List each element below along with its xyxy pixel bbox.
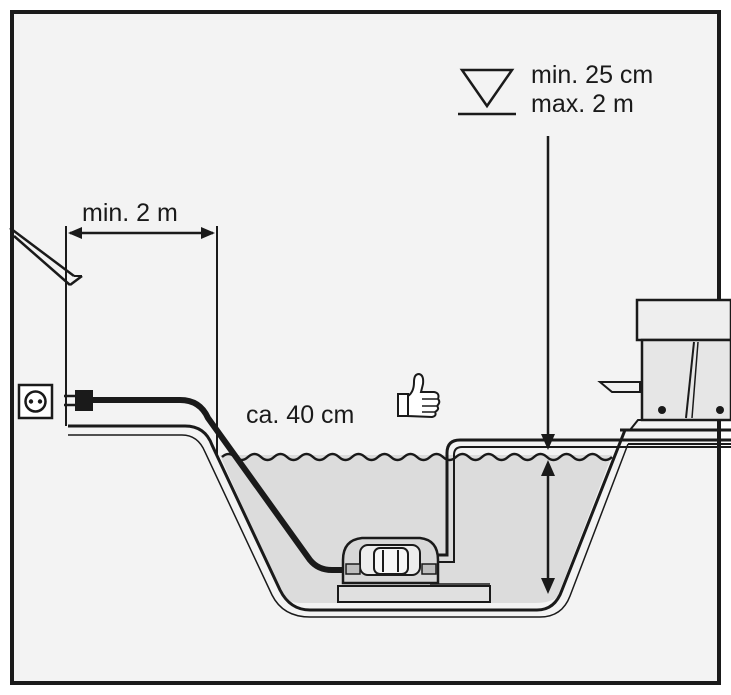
filter-unit xyxy=(597,298,731,431)
cable-pointer-line xyxy=(9,227,83,286)
outlet-hose-inner xyxy=(432,446,731,563)
water-depth-dimension-arrow xyxy=(541,460,555,594)
water-level-max-label: max. 2 m xyxy=(531,90,634,118)
cable-distance-label: min. 2 m xyxy=(82,199,178,227)
pump-base-plate xyxy=(337,585,491,603)
power-socket-icon xyxy=(17,383,54,420)
water-level-triangle-icon xyxy=(458,68,516,116)
outlet-hose-outer xyxy=(432,438,731,557)
water-level-min-label: min. 25 cm xyxy=(531,61,654,89)
thumbs-up-icon xyxy=(397,372,441,419)
water-level-pointer-arrow xyxy=(541,136,555,450)
power-cable xyxy=(92,397,350,573)
suction-depth-label: ca. 40 cm xyxy=(246,401,355,429)
water-surface-wave xyxy=(221,452,613,462)
cable-distance-dimension-arrow xyxy=(68,227,215,239)
pond-pump xyxy=(341,536,440,585)
ground-inner-line xyxy=(68,434,629,618)
ground-outline xyxy=(68,424,627,612)
